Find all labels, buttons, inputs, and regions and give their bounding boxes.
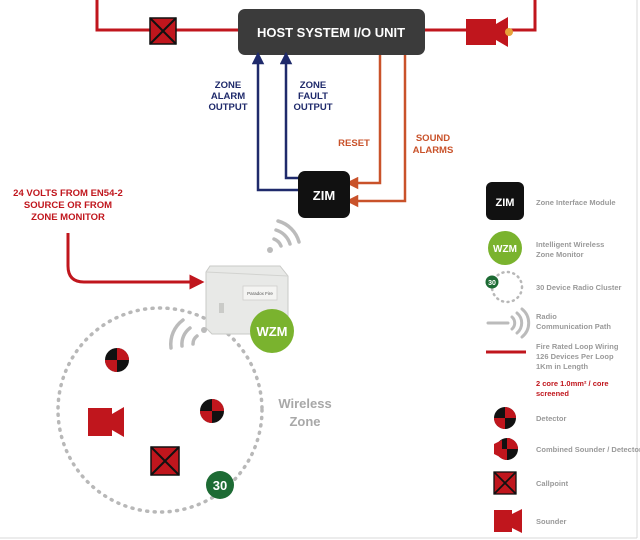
legend-radio-icon <box>486 307 531 339</box>
svg-text:SOURCE OR FROM: SOURCE OR FROM <box>24 200 112 211</box>
legend-cluster-ring-icon <box>490 270 524 304</box>
detector-icon <box>105 348 129 372</box>
svg-text:Communication Path: Communication Path <box>536 322 611 331</box>
svg-text:30: 30 <box>213 478 227 493</box>
svg-text:Zone: Zone <box>289 414 320 429</box>
reset-line <box>345 55 382 190</box>
loop-wire-left <box>95 0 240 32</box>
power-feed-line <box>66 233 205 290</box>
legend-loop: Fire Rated Loop Wiring 126 Devices Per L… <box>486 342 619 371</box>
zone-fault-output-label: ZONE FAULT OUTPUT <box>293 80 332 113</box>
loop-wire-right <box>425 0 537 32</box>
svg-text:ALARMS: ALARMS <box>413 145 454 156</box>
legend-detector-icon <box>494 407 516 429</box>
legend-sounder-icon <box>494 509 522 533</box>
svg-text:Radio: Radio <box>536 312 557 321</box>
svg-text:OUTPUT: OUTPUT <box>208 102 247 113</box>
svg-text:1Km in Length: 1Km in Length <box>536 362 589 371</box>
svg-text:OUTPUT: OUTPUT <box>293 102 332 113</box>
svg-text:FAULT: FAULT <box>298 91 328 102</box>
legend-zim-label: Zone Interface Module <box>536 198 616 207</box>
svg-text:Fire Rated Loop Wiring: Fire Rated Loop Wiring <box>536 342 619 351</box>
svg-text:24 VOLTS FROM EN54-2: 24 VOLTS FROM EN54-2 <box>13 188 123 199</box>
wireless-zone-label: Wireless Zone <box>278 396 331 429</box>
svg-text:Detector: Detector <box>536 414 567 423</box>
zim-module: ZIM <box>298 171 350 218</box>
svg-text:Callpoint: Callpoint <box>536 479 569 488</box>
legend-cluster-badge-icon <box>485 275 499 289</box>
svg-text:WZM: WZM <box>493 244 517 255</box>
svg-text:Zone Monitor: Zone Monitor <box>536 250 584 259</box>
power-source-label: 24 VOLTS FROM EN54-2 SOURCE OR FROM ZONE… <box>13 188 123 223</box>
svg-text:ZIM: ZIM <box>496 197 515 209</box>
svg-text:Combined Sounder / Detector: Combined Sounder / Detector <box>536 445 640 454</box>
wireless-zone-boundary <box>56 306 264 514</box>
svg-text:2 core 1.0mm² / core: 2 core 1.0mm² / core <box>536 379 609 388</box>
svg-text:screened: screened <box>536 389 569 398</box>
svg-text:ZONE: ZONE <box>215 80 241 91</box>
legend-detector: Detector <box>494 407 567 429</box>
legend-callpoint-icon <box>493 471 517 495</box>
sound-alarms-line <box>345 55 407 208</box>
callpoint-icon <box>149 17 177 45</box>
svg-text:Intelligent Wireless: Intelligent Wireless <box>536 240 604 249</box>
legend-combined-icon <box>494 438 518 460</box>
zim-label: ZIM <box>313 188 335 203</box>
reset-label: RESET <box>338 138 370 149</box>
legend-zim: ZIM Zone Interface Module <box>486 182 616 220</box>
legend: ZIM Zone Interface Module WZM Intelligen… <box>485 182 640 533</box>
sound-alarms-label: SOUND ALARMS <box>413 133 454 156</box>
radio-path-to-zone-icon <box>169 318 207 350</box>
legend-cluster: 30 30 Device Radio Cluster <box>485 270 622 304</box>
detector-icon <box>200 399 224 423</box>
legend-cable: 2 core 1.0mm² / core screened <box>536 379 609 398</box>
svg-text:ALARM: ALARM <box>211 91 245 102</box>
host-unit-label: HOST SYSTEM I/O UNIT <box>257 25 405 40</box>
svg-text:30 Device Radio Cluster: 30 Device Radio Cluster <box>536 283 622 292</box>
wzm-badge: WZM <box>250 309 294 353</box>
svg-text:ZONE MONITOR: ZONE MONITOR <box>31 212 105 223</box>
svg-text:126 Devices Per Loop: 126 Devices Per Loop <box>536 352 614 361</box>
legend-combined: Combined Sounder / Detector <box>494 438 640 460</box>
host-system-io-unit: HOST SYSTEM I/O UNIT <box>238 9 425 55</box>
zone-alarm-output-line <box>251 51 300 192</box>
device-brand-label: Paradox Fire <box>247 291 273 296</box>
svg-text:SOUND: SOUND <box>416 133 450 144</box>
callpoint-icon <box>150 446 180 476</box>
sounder-icon <box>466 17 513 47</box>
legend-sounder: Sounder <box>494 509 566 533</box>
zone-fault-output-line <box>279 51 310 180</box>
legend-wzm-icon <box>488 231 522 265</box>
svg-text:ZONE: ZONE <box>300 80 326 91</box>
svg-text:Wireless: Wireless <box>278 396 331 411</box>
legend-zim-icon <box>486 182 524 220</box>
legend-wzm: WZM Intelligent Wireless Zone Monitor <box>488 231 604 265</box>
sounder-icon <box>88 407 124 437</box>
wzm-label: WZM <box>256 324 287 339</box>
zone-alarm-output-label: ZONE ALARM OUTPUT <box>208 80 247 113</box>
radio-path-to-zim-icon <box>267 219 301 253</box>
legend-callpoint: Callpoint <box>493 471 569 495</box>
svg-text:Sounder: Sounder <box>536 517 566 526</box>
svg-text:30: 30 <box>488 280 496 287</box>
cluster-count-badge: 30 <box>206 471 234 499</box>
legend-radio: Radio Communication Path <box>486 307 611 339</box>
